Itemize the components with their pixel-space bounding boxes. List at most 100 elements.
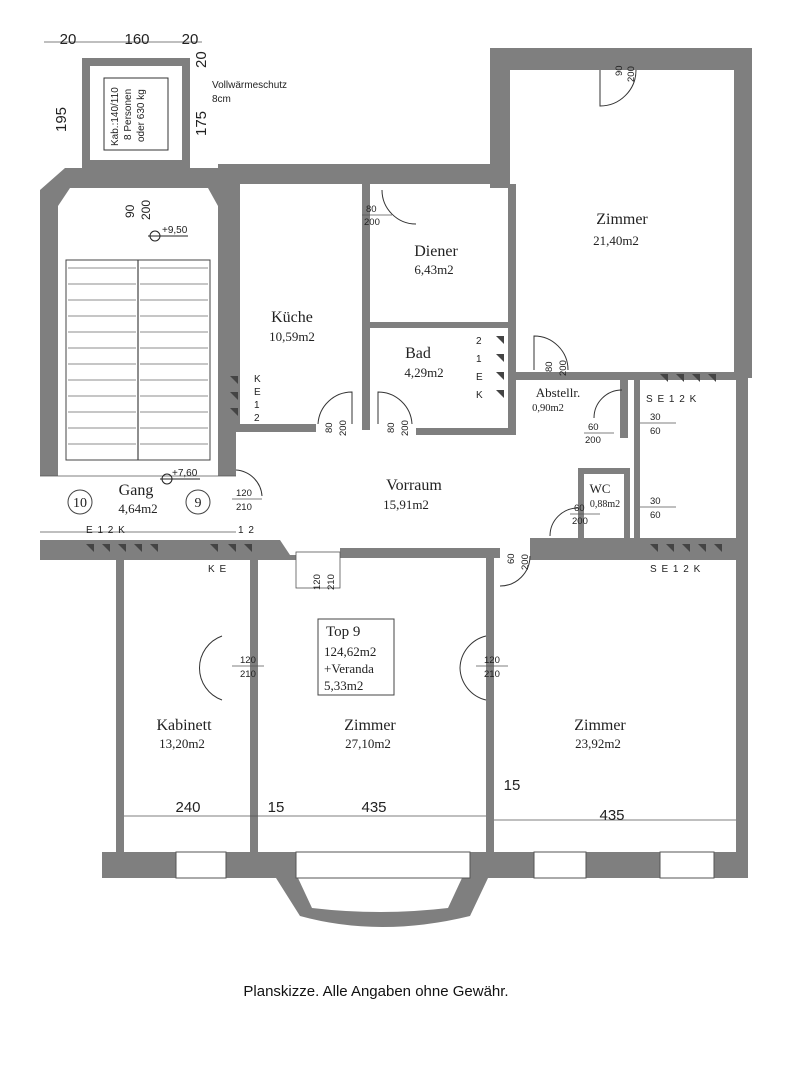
ne-east-wall [734, 48, 752, 378]
dimension-20-right: 20 [182, 31, 199, 48]
wc-east-wall [624, 468, 630, 538]
door-abstellr-h: 200 [585, 435, 601, 446]
door-vorraum-e-w: 60 [506, 553, 517, 564]
door-swing [198, 635, 223, 701]
installation-mark [150, 544, 158, 552]
installation-mark [708, 374, 716, 382]
installation-mark [244, 544, 252, 552]
door-kueche-w: 80 [324, 422, 335, 433]
door-swing [593, 389, 623, 419]
door-kabinett-h: 210 [240, 669, 256, 680]
elevator-line-3: oder 630 kg [136, 89, 147, 142]
gang-area: 4,64m2 [118, 501, 157, 516]
bad-name: Bad [405, 345, 431, 362]
bad-east-wall [508, 184, 516, 434]
window [533, 851, 587, 879]
symbol-e12k-letter-2: E [476, 372, 483, 383]
dimension-90: 90 [123, 204, 137, 218]
door-vorraum-s-h: 210 [326, 574, 337, 590]
dimension-195: 195 [53, 107, 70, 132]
installation-mark [102, 544, 110, 552]
level-markers: +9,50 +7,60 [148, 225, 200, 485]
installation-mark [666, 544, 674, 552]
wc-name: WC [590, 481, 611, 496]
door-entrance-w: 120 [236, 488, 252, 499]
installation-mark [230, 408, 238, 416]
south-wall-b [226, 852, 296, 878]
stair-number-left: 10 [73, 496, 87, 511]
installation-mark [230, 376, 238, 384]
zimmer-ne-south-wall [516, 372, 738, 380]
level-upper: +9,50 [162, 225, 188, 236]
diener-bad-wall [370, 322, 508, 328]
insulation-line-1: Vollwärmeschutz [212, 80, 287, 91]
elevator-line-1: Kab.:140/110 [110, 87, 121, 146]
door-zimmer-ne-w: 80 [544, 361, 555, 372]
stair-numbers: 10 9 [67, 489, 211, 515]
door-n-zimmer-w: 90 [614, 65, 625, 76]
door-zimmer-se-w: 120 [484, 655, 500, 666]
door-swing [459, 635, 487, 701]
corridor-south-wall [40, 540, 296, 560]
installation-mark [714, 544, 722, 552]
dimension-20-left: 20 [60, 31, 77, 48]
door-entrance-h: 210 [236, 502, 252, 513]
top-box [317, 618, 395, 696]
window-outlines [124, 815, 736, 879]
elevator-cabin: Kab.:140/110 8 Personen oder 630 kg [103, 77, 169, 151]
door-size-labels: 90 200 80 200 80 200 80 200 80 200 60 20… [232, 65, 676, 680]
door-wc-h: 200 [572, 516, 588, 527]
elevator-shaft-interior [90, 66, 182, 160]
kueche-east-wall [362, 184, 370, 430]
kabinett-east-wall [250, 558, 258, 858]
walls [40, 48, 752, 927]
dimension-15-right: 15 [504, 777, 521, 794]
door-swing [533, 335, 569, 371]
kueche-area: 10,59m2 [269, 329, 315, 344]
dimension-435-right: 435 [599, 807, 624, 824]
symbol-ke: K E [208, 564, 227, 575]
door-zimmer-ne-h: 200 [558, 360, 569, 376]
zimmer-center-area: 27,10m2 [345, 736, 391, 751]
installation-mark [496, 336, 504, 344]
zimmer-ne-name: Zimmer [596, 211, 648, 228]
floor-plan: Kab.:140/110 8 Personen oder 630 kg +9,5… [40, 31, 752, 927]
window [175, 851, 227, 879]
stair-number-right: 9 [195, 496, 202, 511]
zimmer-ne-area: 21,40m2 [593, 233, 639, 248]
installation-mark [650, 544, 658, 552]
installation-mark [692, 374, 700, 382]
zimmer-center-name: Zimmer [344, 717, 396, 734]
bad-south-wall [416, 428, 516, 435]
symbol-ke12-letter-3: 2 [254, 413, 260, 424]
window [659, 851, 715, 879]
door-swing [549, 507, 579, 537]
vorraum-name: Vorraum [386, 477, 442, 494]
door-swing [377, 391, 413, 425]
installation-mark [698, 544, 706, 552]
symbol-se12k-lower: S E 1 2 K [650, 564, 701, 575]
abstellr-east-wall [620, 378, 628, 438]
corridor-south-wall-east [530, 538, 746, 560]
installation-mark [682, 544, 690, 552]
vorraum-area: 15,91m2 [383, 497, 429, 512]
kabinett-area: 13,20m2 [159, 736, 205, 751]
caption: Planskizze. Alle Angaben ohne Gewähr. [243, 983, 509, 1000]
door-swings [198, 69, 637, 701]
dimension-160: 160 [124, 31, 149, 48]
bad-area: 4,29m2 [404, 365, 443, 380]
diener-name: Diener [414, 243, 458, 260]
symbol-e12k-letter-1: 1 [476, 354, 482, 365]
door-swing [499, 555, 531, 587]
installation-mark [496, 390, 504, 398]
east-wall [736, 378, 748, 878]
installation-mark [118, 544, 126, 552]
symbol-e12k-gang: E 1 2 K [86, 525, 126, 536]
top-title: Top 9 [326, 624, 360, 640]
south-wall-c [470, 852, 534, 878]
door-vorraum-s-w: 120 [312, 574, 323, 590]
top-veranda: +Veranda [324, 661, 374, 676]
door-small-top-h: 60 [650, 426, 661, 437]
shaft-east-wall [634, 378, 640, 538]
room-labels: Zimmer 21,40m2 Diener 6,43m2 Küche 10,59… [118, 211, 648, 751]
